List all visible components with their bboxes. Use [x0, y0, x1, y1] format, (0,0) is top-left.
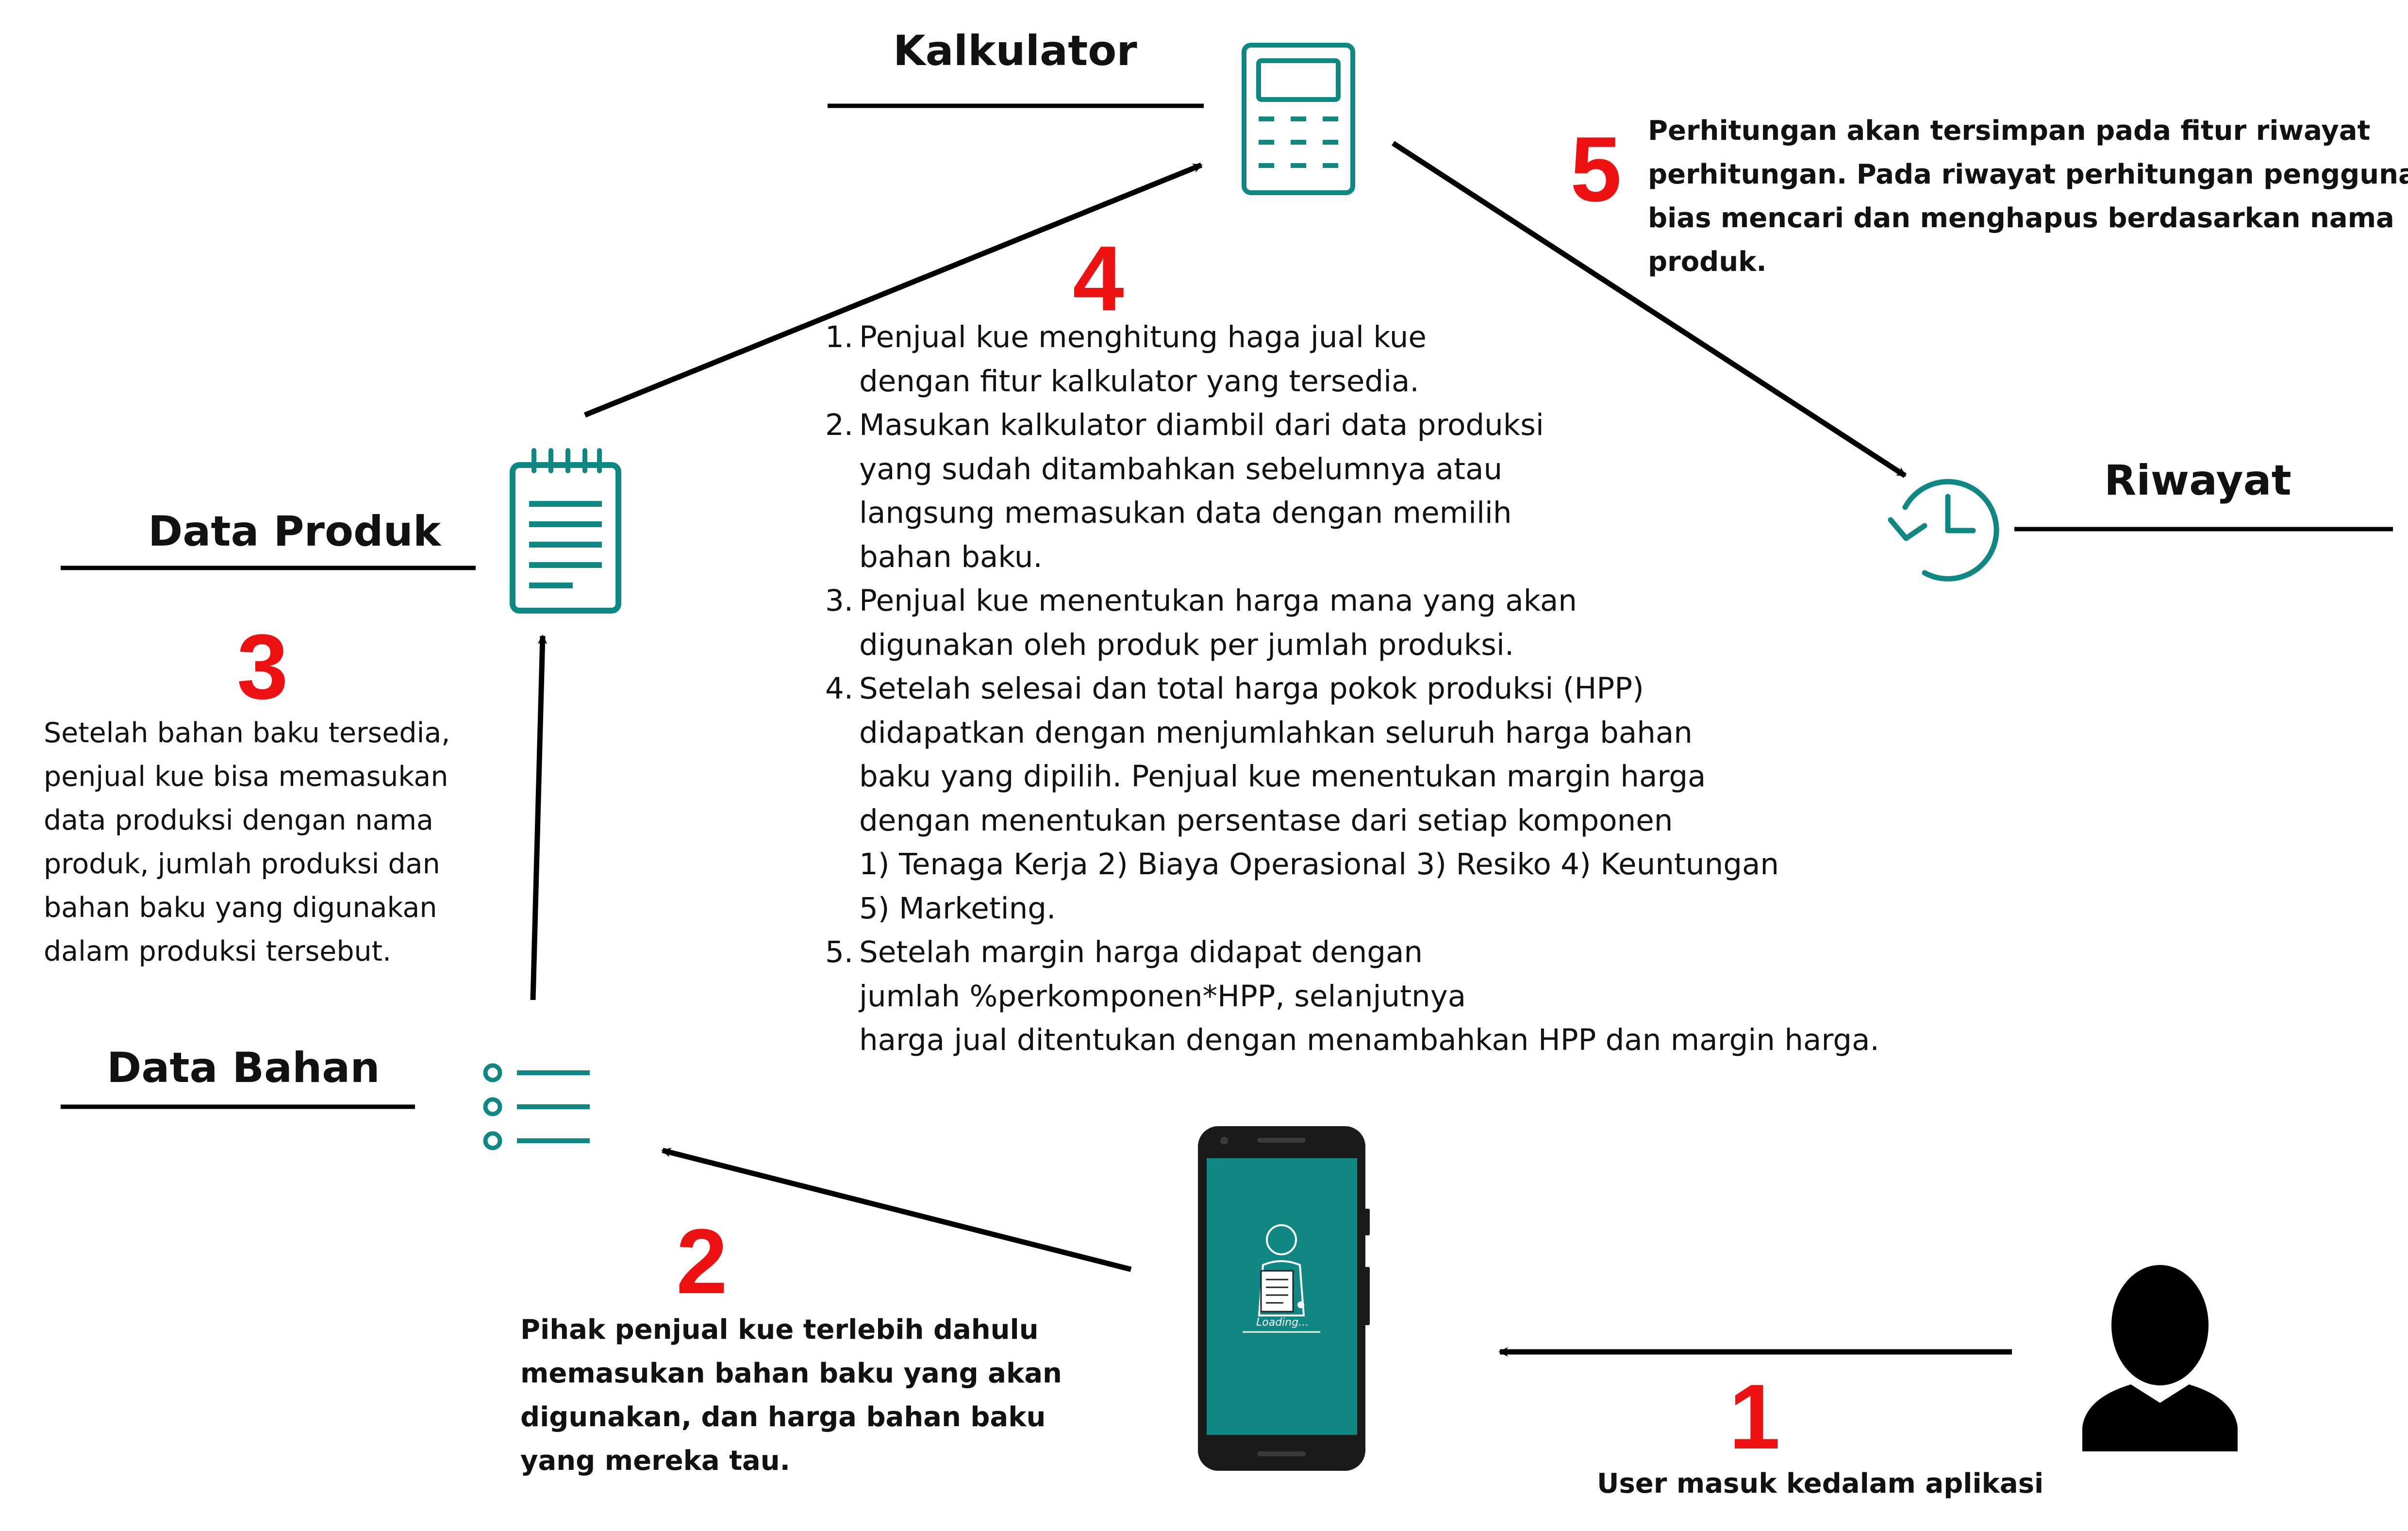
step-4-item-line: baku yang dipilih. Penjual kue menentuka…: [859, 759, 1706, 794]
step-4-item-number: 4.: [825, 671, 854, 706]
step-2-line: digunakan, dan harga bahan baku: [520, 1401, 1046, 1433]
step-1-text: User masuk kedalam aplikasi: [1597, 1468, 2044, 1499]
step-5-line: produk.: [1648, 246, 1767, 278]
history-clock-icon: [1888, 479, 1999, 582]
step-5-text: Perhitungan akan tersimpan pada fitur ri…: [1648, 109, 2408, 284]
step-5-line: Perhitungan akan tersimpan pada fitur ri…: [1648, 115, 2371, 147]
step-4-item-line: dengan menentukan persentase dari setiap…: [859, 803, 1673, 838]
step-4-item-line: Penjual kue menentukan harga mana yang a…: [859, 583, 1577, 618]
step-4-item-number: 2.: [825, 408, 854, 442]
notepad-icon: [510, 448, 621, 614]
step-3-line: Setelah bahan baku tersedia,: [44, 717, 450, 749]
step-4-item-line: 5) Marketing.: [859, 891, 1056, 926]
step-4-item: 4.Setelah selesai dan total harga pokok …: [825, 667, 1879, 931]
step-1-number: 1: [1729, 1365, 1780, 1468]
arrow-app-to-data-bahan: [661, 1148, 1132, 1272]
step-4-item-line: Setelah selesai dan total harga pokok pr…: [859, 671, 1644, 706]
step-4-item-line: langsung memasukan data dengan memilih: [859, 496, 1512, 530]
smartphone-icon: Loading...: [1194, 1121, 1376, 1476]
step-3-text: Setelah bahan baku tersedia, penjual kue…: [44, 711, 450, 973]
step-2-number: 2: [676, 1210, 728, 1313]
step-4-item-line: bahan baku.: [859, 539, 1043, 574]
step-4-item-line: harga jual ditentukan dengan menambahkan…: [859, 1023, 1879, 1057]
step-4-item-number: 5.: [825, 935, 854, 969]
step-5-number: 5: [1570, 118, 1622, 221]
step-2-text: Pihak penjual kue terlebih dahulu memasu…: [520, 1308, 1062, 1483]
step-4-item-line: digunakan oleh produk per jumlah produks…: [859, 627, 1514, 662]
step-4-item-line: dengan fitur kalkulator yang tersedia.: [859, 364, 1419, 399]
kalkulator-title: Kalkulator: [893, 27, 1137, 75]
step-4-item: 2.Masukan kalkulator diambil dari data p…: [825, 403, 1879, 579]
step-4-item: 3.Penjual kue menentukan harga mana yang…: [825, 579, 1879, 667]
checklist-icon: [483, 1063, 590, 1150]
step-4-item-line: Penjual kue menghitung haga jual kue: [859, 320, 1427, 354]
step-4-item: 5.Setelah margin harga didapat dengan ju…: [825, 931, 1879, 1063]
step-3-line: data produksi dengan nama: [44, 804, 433, 836]
calculator-icon: [1242, 43, 1355, 195]
step-2-line: memasukan bahan baku yang akan: [520, 1358, 1062, 1389]
step-5-line: bias mencari dan menghapus berdasarkan n…: [1648, 202, 2394, 234]
step-4-item-line: Setelah margin harga didapat dengan: [859, 935, 1423, 969]
step-4-item: 1.Penjual kue menghitung haga jual kue d…: [825, 316, 1879, 403]
step-4-number: 4: [1073, 227, 1124, 330]
step-4-list: 1.Penjual kue menghitung haga jual kue d…: [825, 316, 1879, 1063]
loading-text: Loading...: [1256, 1316, 1309, 1329]
riwayat-title: Riwayat: [2104, 456, 2292, 505]
step-4-item-line: yang sudah ditambahkan sebelumnya atau: [859, 451, 1503, 486]
user-silhouette-icon: [2082, 1265, 2238, 1451]
step-3-line: produk, jumlah produksi dan: [44, 848, 440, 880]
data-produk-title: Data Produk: [148, 507, 441, 556]
step-3-number: 3: [237, 616, 288, 718]
arrow-data-produk-to-kalkulator: [583, 162, 1203, 418]
step-4-item-number: 1.: [825, 320, 854, 354]
arrow-kalkulator-to-riwayat: [1392, 141, 1907, 478]
data-bahan-title: Data Bahan: [107, 1044, 380, 1092]
step-2-line: Pihak penjual kue terlebih dahulu: [520, 1314, 1039, 1346]
step-3-line: dalam produksi tersebut.: [44, 935, 392, 967]
step-4-item-line: Masukan kalkulator diambil dari data pro…: [859, 408, 1544, 442]
step-4-item-line: jumlah %perkomponen*HPP, selanjutnya: [859, 979, 1466, 1014]
step-3-line: bahan baku yang digunakan: [44, 892, 437, 924]
arrow-data-bahan-to-data-produk: [530, 634, 548, 1000]
step-4-item-line: didapatkan dengan menjumlahkan seluruh h…: [859, 715, 1693, 750]
step-3-line: penjual kue bisa memasukan: [44, 761, 448, 793]
step-2-line: yang mereka tau.: [520, 1445, 790, 1477]
step-4-item-line: 1) Tenaga Kerja 2) Biaya Operasional 3) …: [859, 847, 1779, 882]
step-5-line: perhitungan. Pada riwayat perhitungan pe…: [1648, 159, 2408, 190]
loading-illustration: [1243, 1224, 1320, 1333]
step-4-item-number: 3.: [825, 583, 854, 618]
